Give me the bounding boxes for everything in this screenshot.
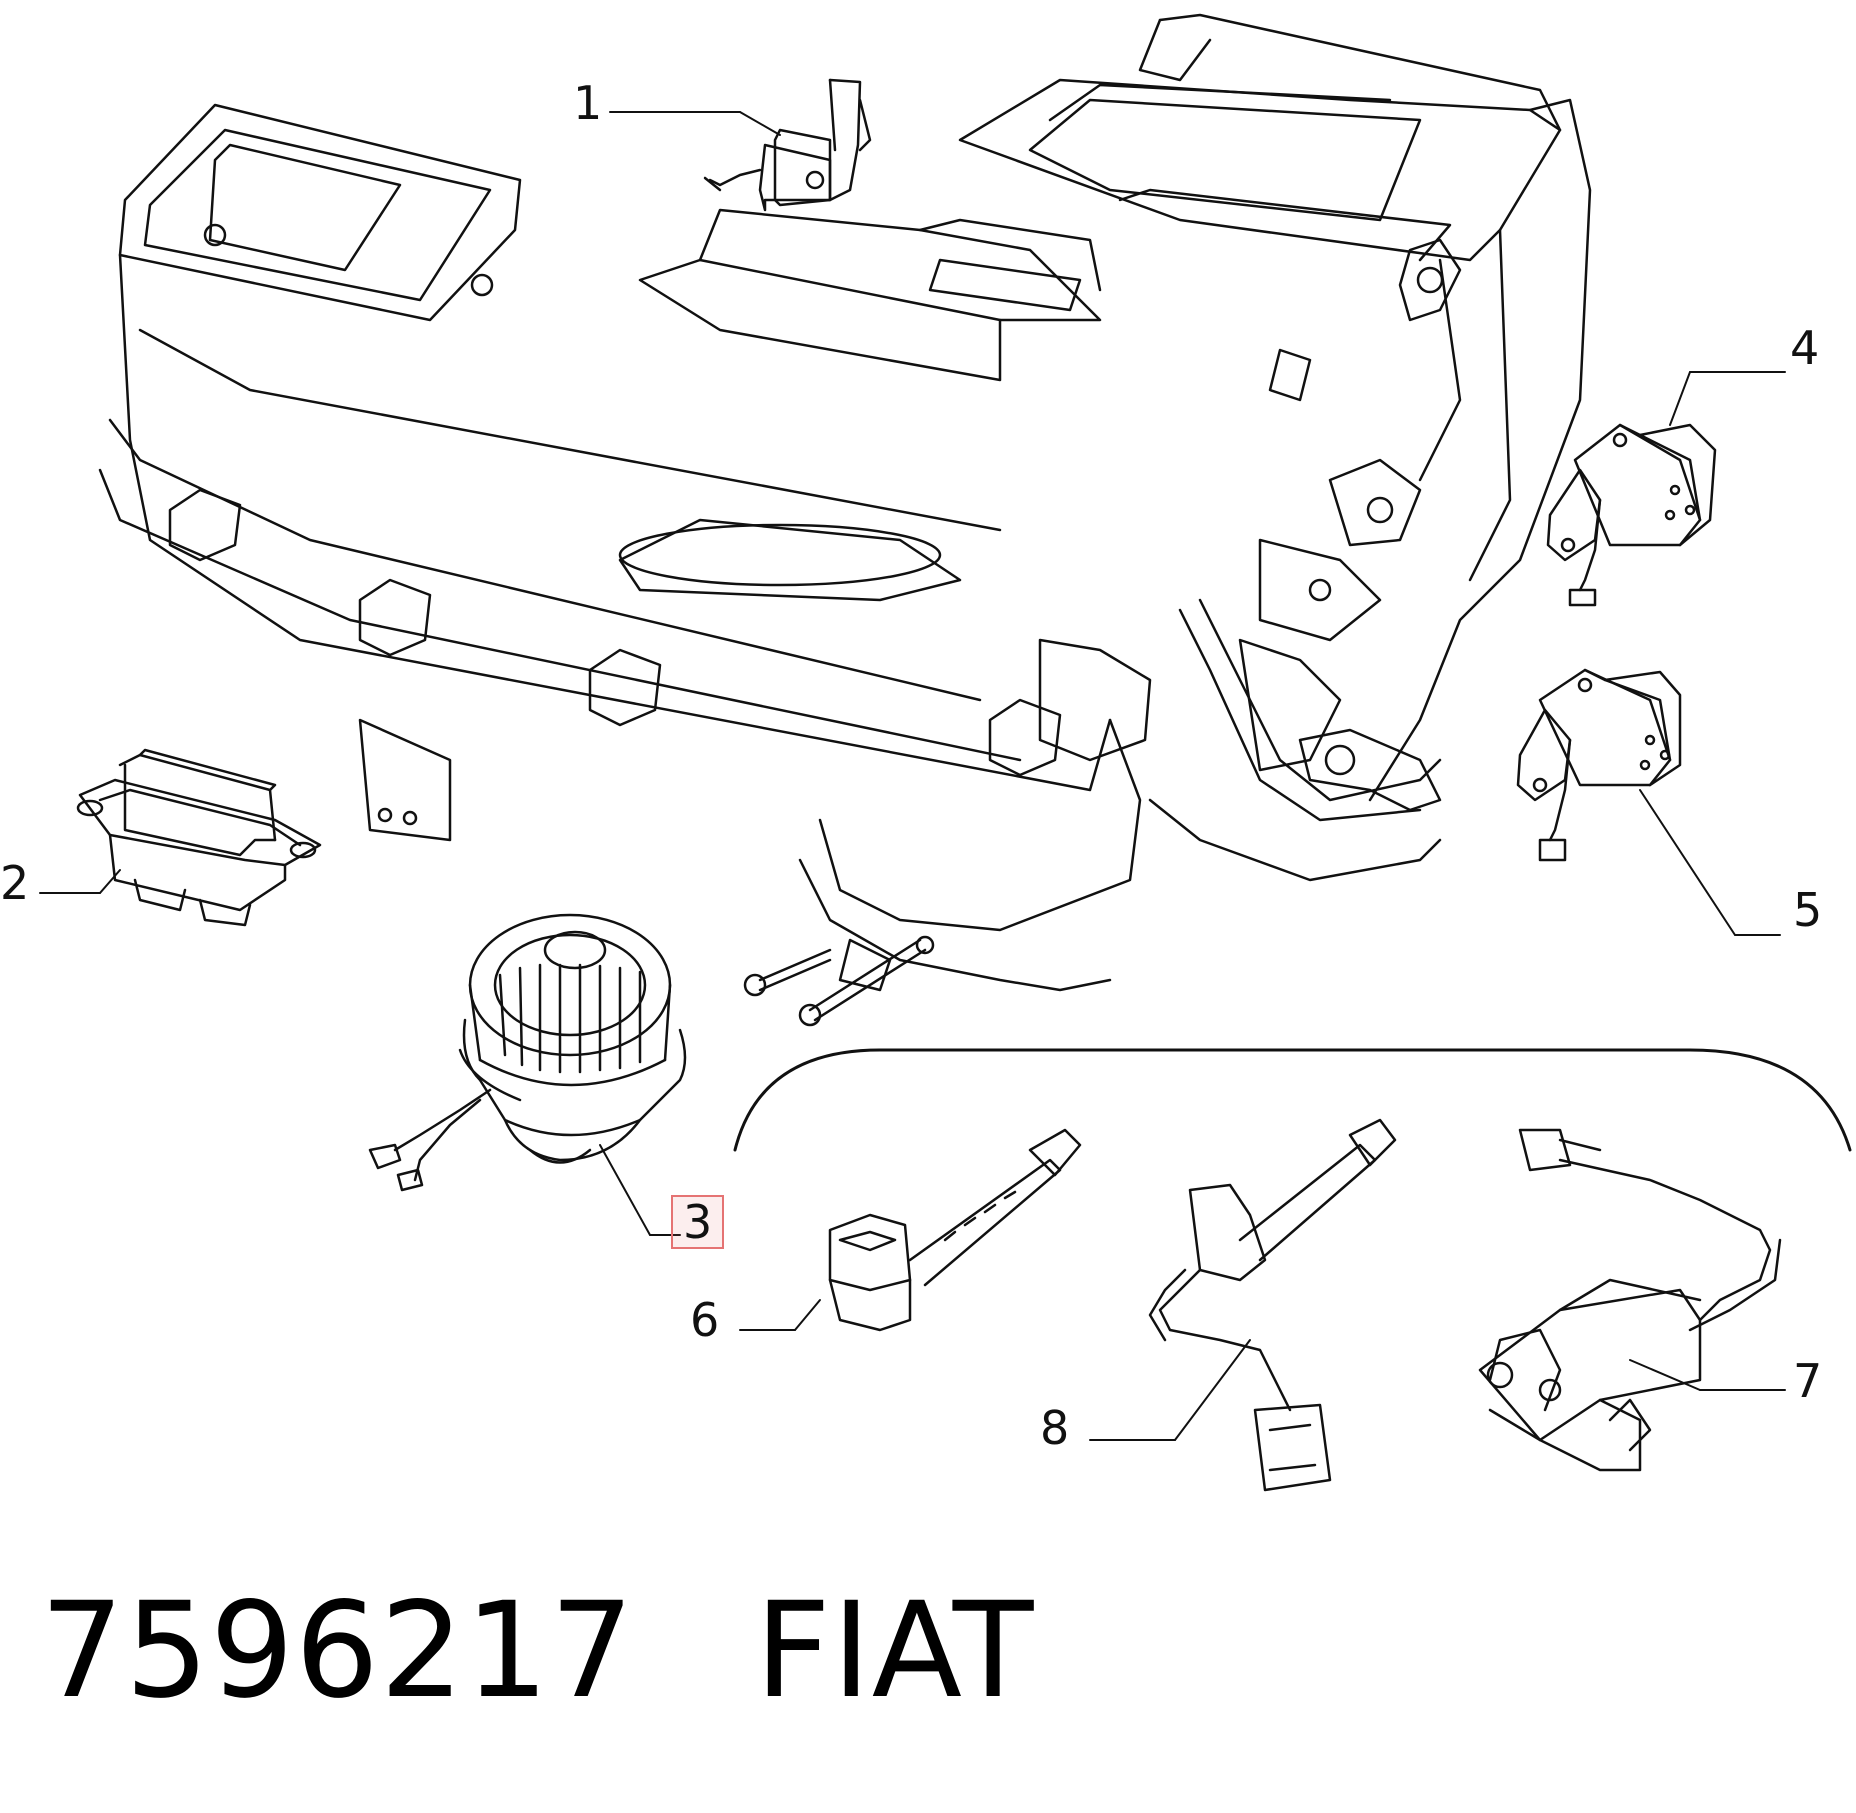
group-bracket bbox=[733, 1048, 1852, 1152]
leader-line-1b bbox=[739, 111, 781, 136]
leader-line-2b bbox=[99, 869, 121, 894]
heater-housing-drawing bbox=[98, 13, 1592, 1027]
brand-name: FIAT bbox=[754, 1574, 1035, 1728]
part-5-drawing bbox=[1516, 668, 1781, 936]
part-1-drawing bbox=[703, 78, 872, 212]
callout-8: 8 bbox=[1040, 1401, 1070, 1455]
callout-3: 3 bbox=[670, 1195, 725, 1249]
callout-6: 6 bbox=[690, 1293, 720, 1347]
callout-7: 7 bbox=[1793, 1354, 1823, 1408]
part-7-drawing bbox=[1478, 1128, 1786, 1472]
part-number: 7596217 bbox=[40, 1574, 635, 1728]
callout-4: 4 bbox=[1790, 321, 1820, 375]
part-6-drawing bbox=[739, 1128, 1082, 1332]
callout-5: 5 bbox=[1793, 883, 1823, 937]
part-2-drawing bbox=[76, 748, 322, 927]
part-8-drawing bbox=[1089, 1118, 1397, 1492]
part-3-drawing bbox=[368, 913, 687, 1236]
callout-1: 1 bbox=[573, 76, 603, 130]
part-4-drawing bbox=[1546, 371, 1786, 607]
callout-2: 2 bbox=[0, 856, 30, 910]
